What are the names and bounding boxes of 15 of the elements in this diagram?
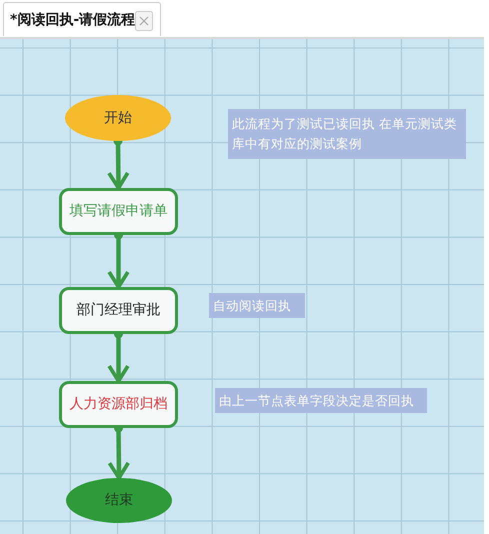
- process-box: [59, 188, 178, 235]
- process-box: [59, 287, 178, 334]
- tab-title: *阅读回执-请假流程: [10, 11, 136, 29]
- process-box: [59, 381, 178, 428]
- note-box: [228, 109, 466, 159]
- node-label: 结束: [105, 491, 133, 510]
- node-label: 人力资源部归档: [70, 395, 168, 414]
- node-label: 由上一节点表单字段决定是否回执: [219, 392, 414, 410]
- node-label: 自动阅读回执: [213, 296, 291, 314]
- note-box: [209, 293, 305, 318]
- node-label: 此流程为了测试已读回执 在单元测试类库中有对应的测试案例: [232, 115, 458, 153]
- note-box: [215, 388, 427, 413]
- node-label: 开始: [104, 108, 132, 128]
- node-label: 填写请假申请单: [70, 202, 168, 221]
- node-label: 部门经理审批: [76, 301, 160, 320]
